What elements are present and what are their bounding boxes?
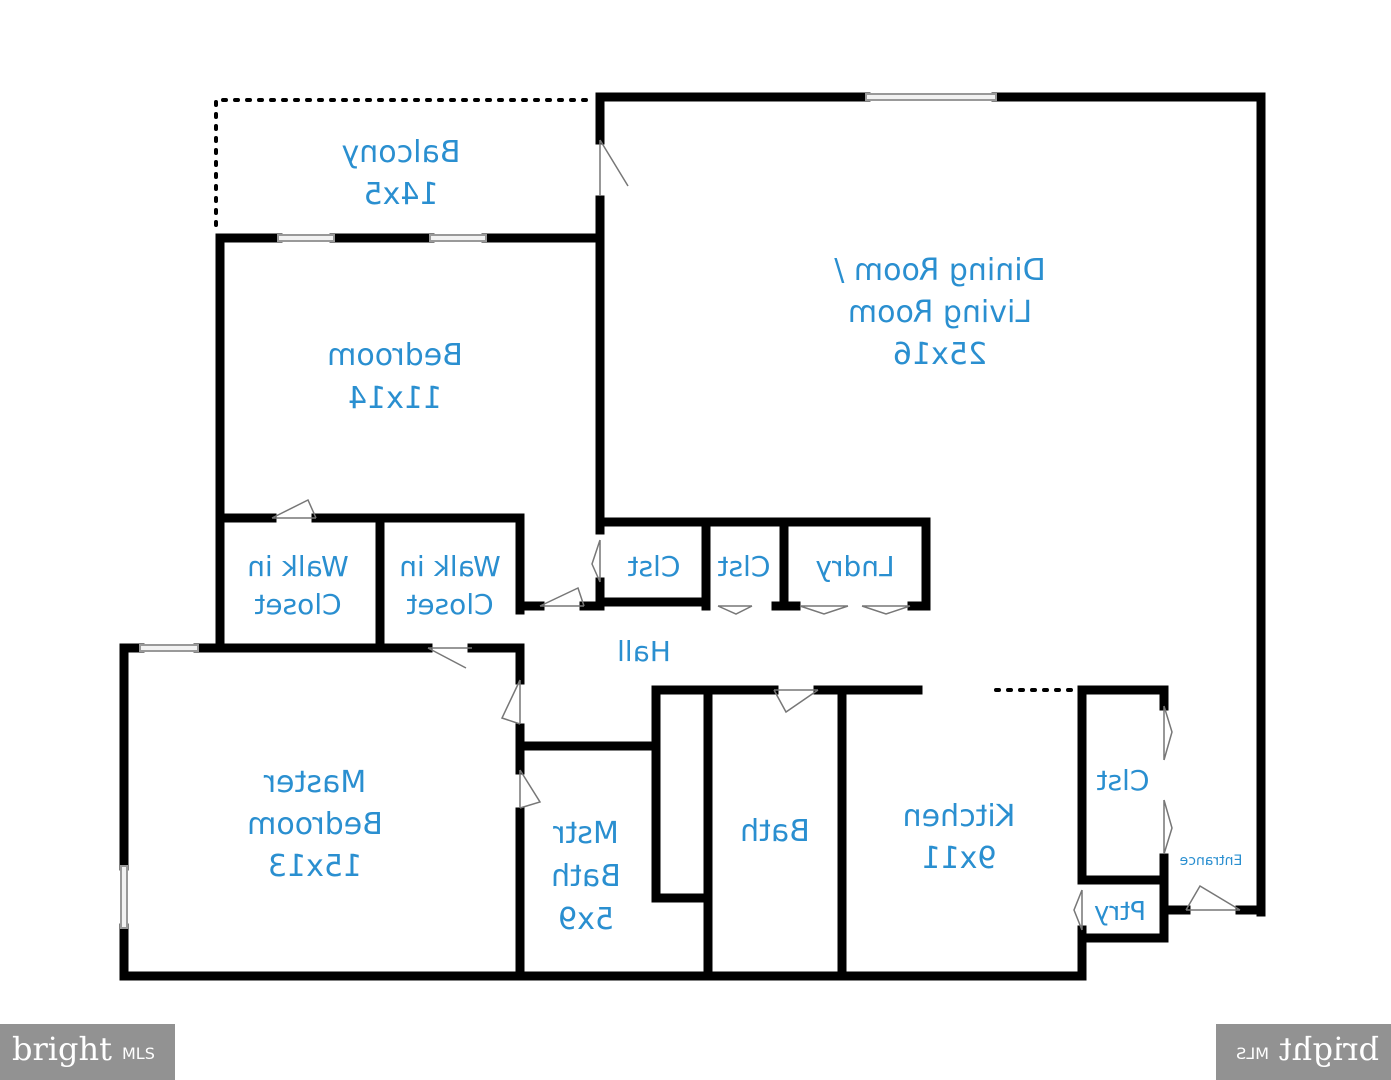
watermark-right-brand: bright bbox=[1279, 1030, 1379, 1068]
bedroom-name: Bedroom bbox=[327, 338, 463, 373]
master-bedroom-line1: Master bbox=[263, 765, 366, 800]
balcony-name: Balcony bbox=[342, 135, 461, 170]
walls bbox=[119, 92, 1266, 981]
dining-living-line1: Dining Room / bbox=[833, 253, 1045, 288]
master-bath-size: 5x9 bbox=[558, 902, 614, 937]
master-bedroom-size: 15x13 bbox=[268, 849, 362, 884]
walk-in-closet-right-line2: Closet bbox=[406, 588, 493, 621]
clst-2-name: Clst bbox=[718, 550, 771, 583]
dining-living-line2: Living Room bbox=[848, 295, 1032, 330]
watermark-left: bright MLS bbox=[0, 1024, 175, 1080]
window bbox=[277, 234, 335, 242]
doors bbox=[271, 139, 1241, 931]
bath-name: Bath bbox=[740, 814, 810, 849]
balcony-railing bbox=[214, 98, 588, 234]
pantry-name: Ptry bbox=[1094, 897, 1146, 927]
window bbox=[120, 865, 128, 929]
entrance-label: Entrance bbox=[1180, 853, 1243, 869]
master-bedroom-line2: Bedroom bbox=[247, 807, 383, 842]
dining-living-size: 25x16 bbox=[893, 337, 987, 372]
kitchen-name: Kitchen bbox=[903, 799, 1016, 834]
walk-in-closet-left-line2: Closet bbox=[254, 588, 341, 621]
master-bath-line1: Mstr bbox=[553, 816, 619, 851]
bedroom-size: 11x14 bbox=[348, 381, 442, 416]
windows bbox=[120, 93, 997, 929]
balcony-size: 14x5 bbox=[363, 177, 438, 212]
kitchen-size: 9x11 bbox=[921, 841, 996, 876]
watermark-right-suffix: MLS bbox=[1236, 1044, 1269, 1063]
window bbox=[429, 234, 487, 242]
window bbox=[865, 93, 997, 101]
watermark-left-suffix: MLS bbox=[122, 1044, 155, 1063]
walk-in-closet-left-line1: Walk in bbox=[247, 550, 348, 583]
window bbox=[139, 644, 199, 652]
laundry-name: Lndry bbox=[815, 550, 894, 583]
watermark-right: bright MLS bbox=[1216, 1024, 1391, 1080]
clst-1-name: Clst bbox=[628, 550, 681, 583]
clst-3-name: Clst bbox=[1097, 764, 1150, 797]
master-bath-line2: Bath bbox=[551, 859, 621, 894]
walk-in-closet-right-line1: Walk in bbox=[399, 550, 500, 583]
watermark-left-brand: bright bbox=[12, 1030, 112, 1068]
room-labels: Balcony 14x5 Dining Room / Living Room 2… bbox=[247, 135, 1242, 937]
hall-name: Hall bbox=[617, 635, 671, 668]
